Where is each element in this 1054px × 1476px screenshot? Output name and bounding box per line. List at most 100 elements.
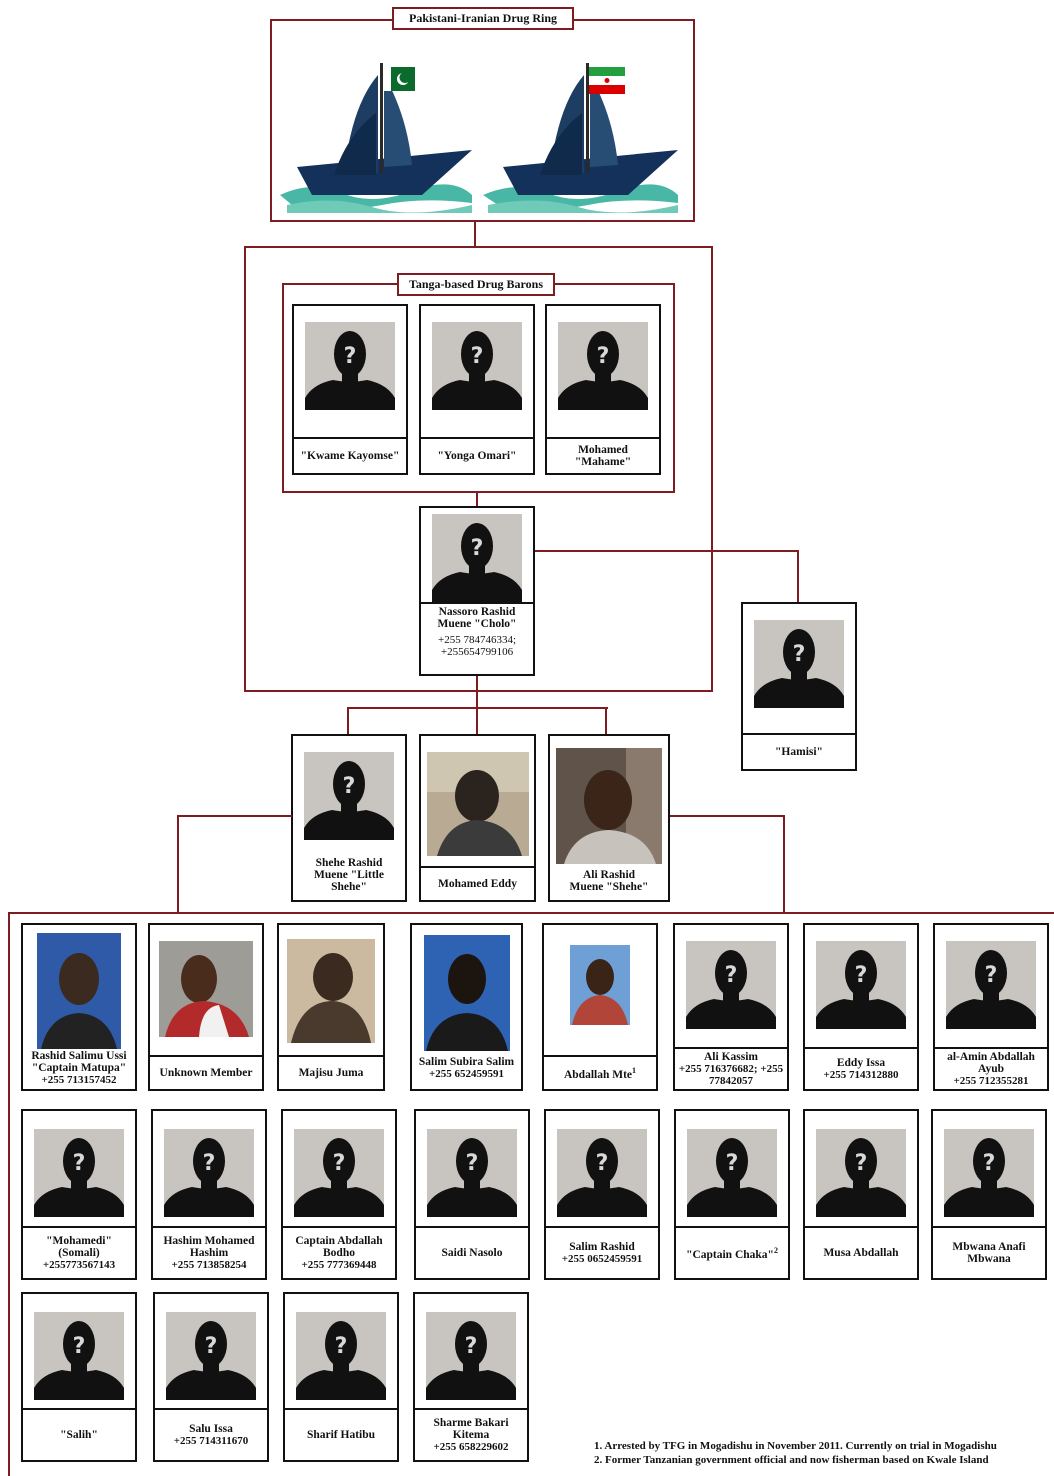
person-card: ? "Salih"	[21, 1292, 137, 1462]
svg-text:?: ?	[205, 1334, 218, 1359]
person-photo	[287, 939, 375, 1043]
svg-text:?: ?	[725, 963, 738, 988]
connector	[347, 707, 349, 735]
person-name: Musa Abdallah	[823, 1247, 899, 1259]
person-name: Mohamed "Mahame"	[574, 444, 632, 468]
footnote: 2. Former Tanzanian government official …	[594, 1454, 989, 1466]
person-name: Sharme Bakari Kitema	[433, 1417, 509, 1441]
svg-text:?: ?	[335, 1334, 348, 1359]
svg-text:?: ?	[466, 1151, 479, 1176]
connector	[8, 912, 1054, 914]
svg-text:?: ?	[597, 344, 610, 369]
silhouette-question-icon: ?	[427, 1129, 517, 1217]
person-card: Mohamed Eddy	[419, 734, 536, 902]
person-name: Unknown Member	[159, 1067, 253, 1079]
leader-card: ? Nassoro Rashid Muene "Cholo" +255 7847…	[419, 506, 535, 676]
person-card: ?Salu Issa+255 714311670	[153, 1292, 269, 1462]
connector	[783, 815, 785, 912]
person-name: Eddy Issa	[836, 1057, 886, 1069]
person-phone: +255 0652459591	[561, 1253, 643, 1265]
person-name: Majisu Juma	[298, 1067, 364, 1079]
person-phone: +255 777369448	[301, 1259, 377, 1271]
person-phone: +255 713157452	[41, 1074, 117, 1086]
silhouette-question-icon: ?	[816, 941, 906, 1029]
person-card: ? Sharif Hatibu	[283, 1292, 399, 1462]
svg-text:?: ?	[726, 1151, 739, 1176]
person-name: Salim Rashid	[569, 1241, 635, 1253]
person-phone: +255773567143	[42, 1259, 116, 1271]
footnote: 1. Arrested by TFG in Mogadishu in Novem…	[594, 1440, 997, 1452]
person-photo	[426, 752, 529, 856]
silhouette-question-icon: ?	[166, 1312, 256, 1400]
person-name: Salim Subira Salim	[418, 1056, 515, 1068]
person-card: ? Saidi Nasolo	[414, 1109, 530, 1280]
person-card: ? Mohamed "Mahame"	[545, 304, 661, 475]
person-card: ?Captain Abdallah Bodho+255 777369448	[281, 1109, 397, 1280]
silhouette-question-icon: ?	[34, 1312, 124, 1400]
person-phone: +255 658229602	[433, 1441, 509, 1453]
person-photo	[556, 748, 662, 864]
svg-text:?: ?	[596, 1151, 609, 1176]
connector	[177, 815, 179, 912]
person-card: ?Hashim Mohamed Hashim+255 713858254	[151, 1109, 267, 1280]
pakistan-flag-icon	[383, 67, 415, 91]
person-photo	[570, 945, 630, 1025]
connector	[178, 815, 292, 817]
svg-text:?: ?	[983, 1151, 996, 1176]
silhouette-question-icon: ?	[296, 1312, 386, 1400]
silhouette-question-icon: ?	[432, 514, 522, 602]
person-card: ? Musa Abdallah	[803, 1109, 919, 1280]
silhouette-question-icon: ?	[426, 1312, 516, 1400]
person-card: ?al-Amin Abdallah Ayub+255 712355281	[933, 923, 1049, 1091]
person-name: Nassoro Rashid Muene "Cholo"	[437, 606, 517, 630]
silhouette-question-icon: ?	[557, 1129, 647, 1217]
svg-text:?: ?	[855, 963, 868, 988]
barons-title: Tanga-based Drug Barons	[397, 273, 555, 296]
person-name: "Hamisi"	[775, 746, 823, 758]
person-name: Ali Kassim	[704, 1051, 758, 1063]
silhouette-question-icon: ?	[816, 1129, 906, 1217]
network-frame	[244, 246, 713, 692]
person-phone: +255 716376682; +255 77842057	[678, 1063, 784, 1087]
silhouette-question-icon: ?	[294, 1129, 384, 1217]
person-name: Saidi Nasolo	[441, 1247, 503, 1259]
person-name: Hashim Mohamed Hashim	[163, 1235, 255, 1259]
ring-title: Pakistani-Iranian Drug Ring	[392, 7, 574, 30]
silhouette-question-icon: ?	[754, 620, 844, 708]
person-card: ? Salim Rashid+255 0652459591	[544, 1109, 660, 1280]
person-photo	[37, 933, 121, 1049]
person-name: Mbwana Anafi Mbwana	[952, 1241, 1026, 1265]
person-card: ? "Hamisi"	[741, 602, 857, 771]
silhouette-question-icon: ?	[34, 1129, 124, 1217]
svg-text:?: ?	[793, 642, 806, 667]
svg-text:?: ?	[73, 1151, 86, 1176]
person-card: Ali Rashid Muene "Shehe"	[548, 734, 670, 902]
person-card: ?"Captain Chaka"2	[674, 1109, 790, 1280]
connector	[474, 222, 476, 247]
person-card: ? Mbwana Anafi Mbwana	[931, 1109, 1047, 1280]
pakistan-ship-icon	[280, 63, 472, 213]
person-card: Salim Subira Salim+255 652459591	[410, 923, 523, 1091]
iran-ship-icon	[483, 63, 678, 213]
footnote-marker: 1	[632, 1066, 637, 1076]
person-name: "Salih"	[60, 1429, 98, 1441]
connector	[670, 815, 785, 817]
person-name: Sharif Hatibu	[306, 1429, 376, 1441]
person-phone: +255 714312880	[823, 1069, 899, 1081]
silhouette-question-icon: ?	[558, 322, 648, 410]
connector	[476, 492, 478, 507]
iran-flag-icon	[589, 67, 625, 94]
person-name: "Yonga Omari"	[437, 450, 517, 462]
silhouette-question-icon: ?	[686, 941, 776, 1029]
connector	[797, 550, 799, 603]
person-card: ? Eddy Issa+255 714312880	[803, 923, 919, 1091]
person-name: Shehe Rashid Muene "Little Shehe"	[314, 857, 384, 893]
silhouette-question-icon: ?	[944, 1129, 1034, 1217]
svg-text:?: ?	[344, 344, 357, 369]
person-card: ? "Yonga Omari"	[419, 304, 535, 475]
person-name: Abdallah Mte1	[563, 1066, 637, 1081]
svg-text:?: ?	[471, 344, 484, 369]
svg-text:?: ?	[465, 1334, 478, 1359]
person-card: Unknown Member	[148, 923, 264, 1091]
person-phone: +255 714311670	[173, 1435, 249, 1447]
